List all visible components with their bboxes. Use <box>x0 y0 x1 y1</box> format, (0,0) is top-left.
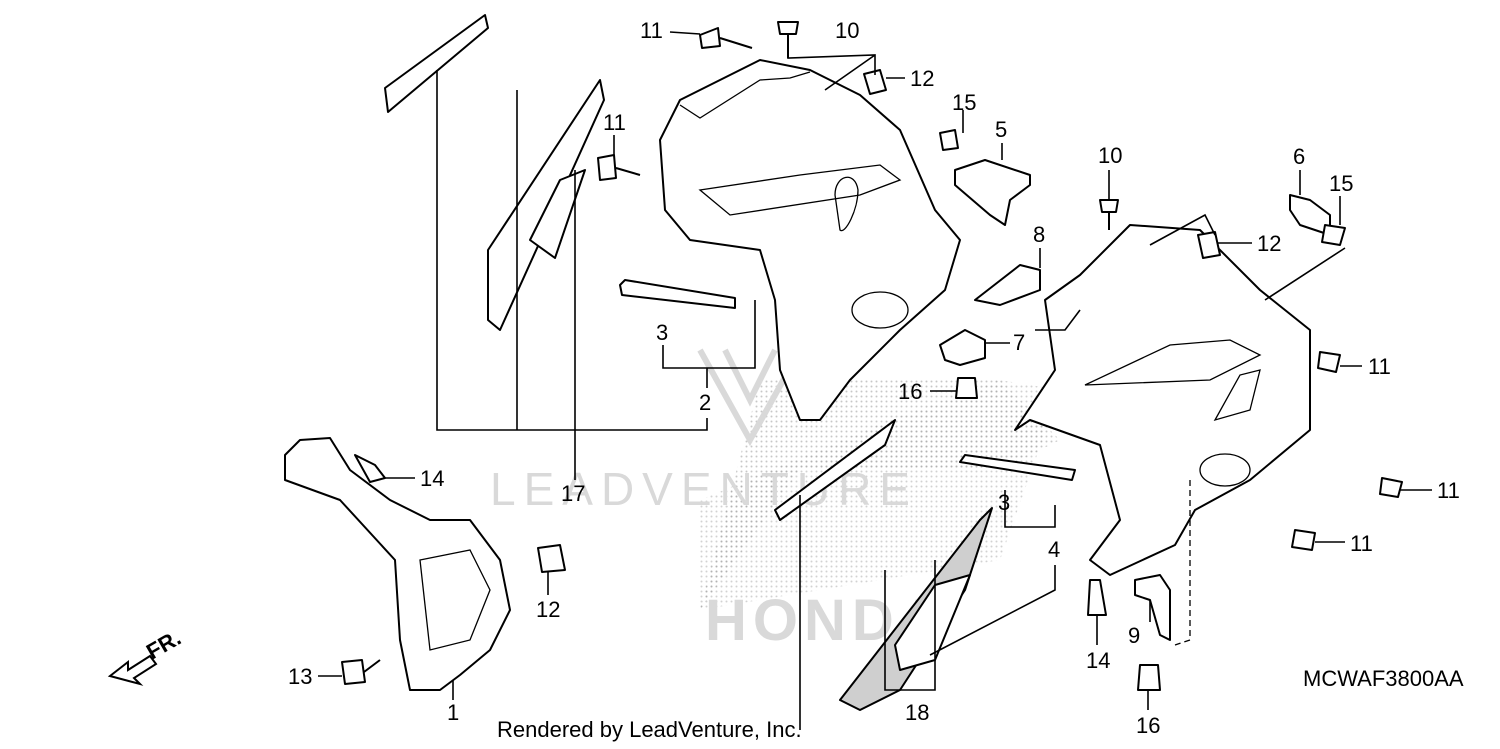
leader-10-top <box>787 43 876 91</box>
bolt-15-left <box>939 129 959 151</box>
screw-10-right <box>1099 199 1119 230</box>
callout-12-top: 12 <box>910 66 934 91</box>
callout-12-left: 12 <box>536 597 560 622</box>
fr-arrow-icon <box>107 654 158 686</box>
bolt-11-right-2 <box>1379 477 1403 498</box>
callout-6: 6 <box>1293 144 1305 169</box>
callout-17: 17 <box>561 481 585 506</box>
callout-9: 9 <box>1128 623 1140 648</box>
callout-5: 5 <box>995 117 1007 142</box>
upper-cowl <box>659 59 961 421</box>
callout-10-top: 10 <box>835 18 859 43</box>
lower-cowl-hole <box>1199 453 1251 487</box>
callout-8: 8 <box>1033 222 1045 247</box>
callout-11-top: 11 <box>640 18 663 43</box>
callout-10-right: 10 <box>1098 143 1122 168</box>
upper-cowl-body <box>659 59 961 421</box>
decal-18-logo <box>894 574 971 671</box>
bolt-13 <box>341 659 381 685</box>
bracket-5 <box>954 159 1031 226</box>
decal-strip-17 <box>384 14 605 331</box>
diagram-code: MCWAF3800AA <box>1303 666 1464 691</box>
decal-18 <box>774 419 993 711</box>
leader-12-group <box>1149 213 1346 301</box>
decal-18-upper <box>774 419 896 521</box>
bolt-15-right <box>1321 224 1346 246</box>
watermark-dealer: LEADVENTURE <box>490 463 918 515</box>
lower-cowl <box>1014 224 1311 646</box>
upper-cowl-vent <box>698 164 902 216</box>
bolt-11-top <box>699 27 753 49</box>
upper-cowl-hole <box>851 291 909 329</box>
decal-17-inner <box>529 169 586 259</box>
leader-3-upper <box>662 300 756 369</box>
leader-3-lower <box>1004 490 1056 528</box>
callout-14-right: 14 <box>1086 648 1110 673</box>
fasteners <box>341 21 1403 691</box>
leader-lines <box>318 31 1432 730</box>
bracket-9 <box>1134 574 1171 641</box>
windscreen-strip <box>487 79 605 331</box>
bolt-11-left <box>597 154 641 181</box>
callout-16-lower: 16 <box>1136 713 1160 738</box>
leader-cowl-join <box>1035 309 1081 331</box>
bracket-8 <box>974 264 1041 306</box>
callout-13: 13 <box>288 664 312 689</box>
callout-14-left: 14 <box>420 466 444 491</box>
clip-14-right <box>1087 579 1107 616</box>
callouts: 1 2 3 3 4 5 6 7 8 9 10 10 11 11 11 11 11… <box>288 18 1460 738</box>
callout-1: 1 <box>447 700 459 725</box>
bolt-16-lower <box>1137 664 1161 691</box>
rubber-strip-3-upper <box>619 279 736 309</box>
inner-panel-cutout <box>419 549 491 651</box>
inner-panel-body <box>284 437 511 691</box>
callout-16-upper: 16 <box>898 379 922 404</box>
callout-15-left: 15 <box>952 90 976 115</box>
leader-18 <box>799 495 936 730</box>
rubber-strip-3-lower <box>959 454 1076 481</box>
callout-3-lower: 3 <box>998 490 1010 515</box>
bracket-7 <box>939 329 986 366</box>
callout-15-right: 15 <box>1329 171 1353 196</box>
callout-11-right-3: 11 <box>1350 531 1373 556</box>
callout-7: 7 <box>1013 330 1025 355</box>
leader-4 <box>929 565 1056 656</box>
upper-cowl-top-edge <box>679 71 811 119</box>
lower-cowl-vent <box>1084 339 1262 386</box>
decal-17-upper <box>384 14 489 113</box>
leader-11-top <box>669 31 701 35</box>
credit-line: Rendered by LeadVenture, Inc. <box>497 717 802 742</box>
callout-3-upper: 3 <box>656 320 668 345</box>
callout-11-right-1: 11 <box>1368 354 1391 379</box>
front-arrow: FR. <box>107 625 185 686</box>
callout-18: 18 <box>905 700 929 725</box>
nut-12-right <box>1197 231 1221 259</box>
callout-11-left: 11 <box>603 110 626 135</box>
callout-11-right-2: 11 <box>1437 478 1460 503</box>
bolt-11-right-3 <box>1291 529 1316 551</box>
bolt-16-upper <box>955 377 978 399</box>
lower-cowl-body <box>1014 224 1311 576</box>
callout-2: 2 <box>699 390 711 415</box>
nut-12-left <box>537 544 566 573</box>
callout-4: 4 <box>1048 537 1060 562</box>
upper-cowl-hook <box>834 176 859 232</box>
lower-cowl-hidden-edge <box>1174 480 1191 646</box>
lower-cowl-slot <box>1213 369 1261 422</box>
bolt-11-right-1 <box>1317 351 1341 373</box>
inner-panel <box>284 437 511 691</box>
decal-18-stripe <box>839 507 993 711</box>
leader-2-bracket <box>436 70 708 431</box>
callout-12-right: 12 <box>1257 231 1281 256</box>
